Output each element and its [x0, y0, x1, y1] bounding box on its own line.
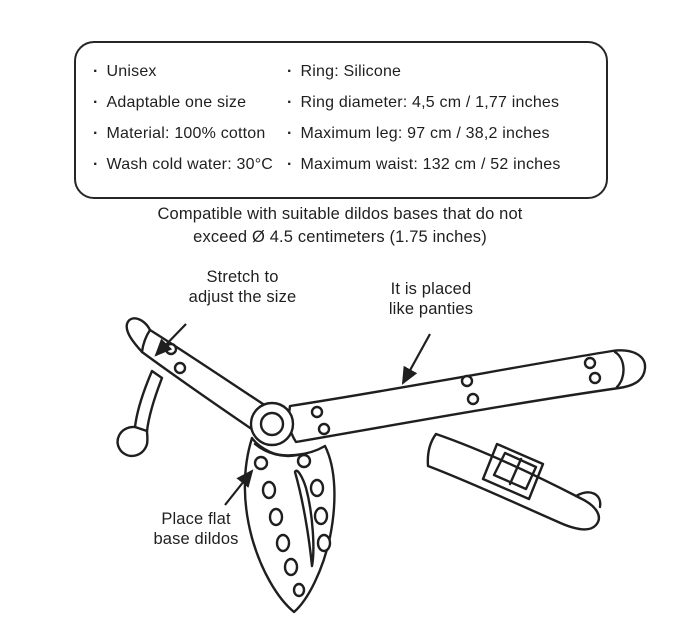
leg-strap-tip-fold — [574, 491, 602, 509]
spec-box: Unisex Adaptable one size Material: 100%… — [74, 41, 608, 199]
spec-item: Adaptable one size — [93, 93, 287, 113]
buckle — [481, 442, 545, 501]
left-strap-hook-top — [125, 317, 152, 354]
spec-item: Unisex — [93, 62, 287, 82]
annotation-flat-base: Place flat base dildos — [153, 510, 239, 548]
flap-holes — [261, 478, 332, 598]
spec-item: Maximum leg: 97 cm / 38,2 inches — [287, 124, 598, 144]
spec-list-left: Unisex Adaptable one size Material: 100%… — [93, 62, 287, 197]
waist-strap — [287, 349, 647, 444]
waist-strap-end-fold — [613, 350, 625, 389]
annotation-stretch: Stretch to adjust the size — [188, 268, 297, 306]
flap-crease — [253, 442, 300, 458]
annotation-arrows — [154, 323, 431, 506]
annotation-placement: It is placed like panties — [388, 280, 474, 318]
spec-item: Wash cold water: 30°C — [93, 155, 287, 175]
arrow-stretch — [154, 323, 187, 357]
spec-item: Ring: Silicone — [287, 62, 598, 82]
arrow-placement — [401, 333, 431, 385]
leg-strap — [426, 432, 601, 531]
spec-list-right: Ring: Silicone Ring diameter: 4,5 cm / 1… — [287, 62, 598, 197]
arrow-flat-base — [224, 469, 254, 506]
left-strap — [140, 328, 268, 434]
ring-inner — [259, 411, 285, 437]
compatibility-note: Compatible with suitable dildos bases th… — [157, 205, 523, 246]
snap-rivets — [164, 342, 602, 471]
left-strap-hook-bottom — [116, 425, 149, 458]
left-strap-stub — [133, 369, 164, 433]
spec-item: Ring diameter: 4,5 cm / 1,77 inches — [287, 93, 598, 113]
flap-slit — [293, 469, 315, 568]
spec-item: Maximum waist: 132 cm / 52 inches — [287, 155, 598, 175]
spec-item: Material: 100% cotton — [93, 124, 287, 144]
